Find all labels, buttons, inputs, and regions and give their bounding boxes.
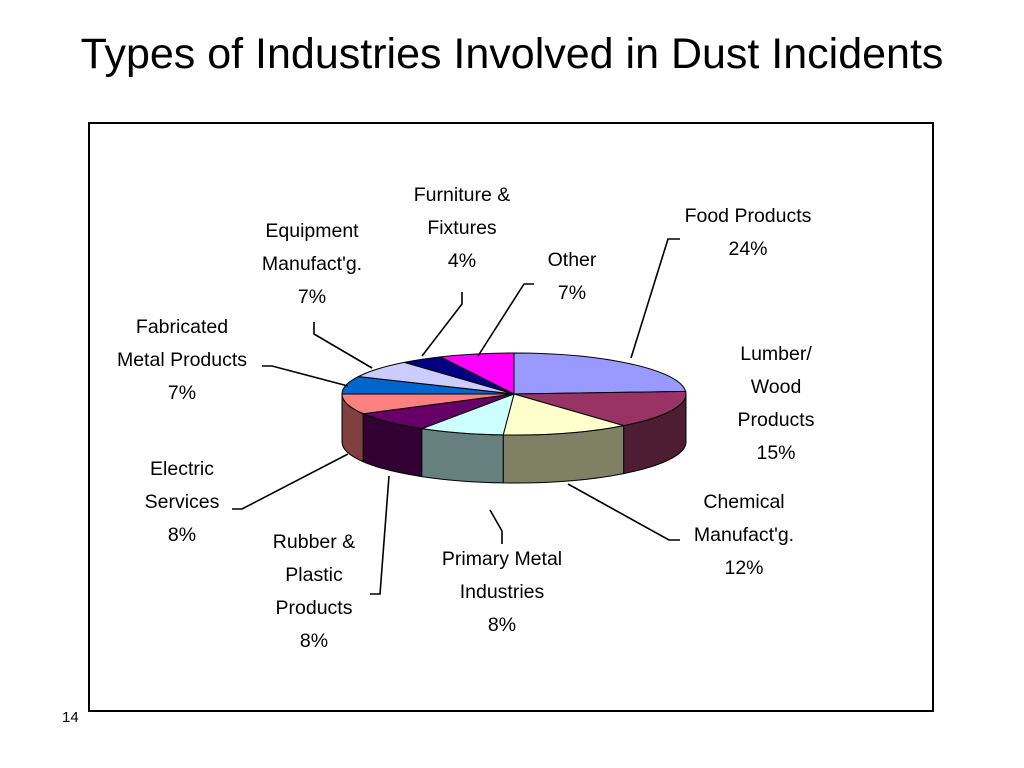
pie-sides bbox=[341, 393, 687, 484]
slide-title: Types of Industries Involved in Dust Inc… bbox=[80, 30, 944, 78]
leader-line-rubber-plastic-products bbox=[370, 475, 390, 595]
pie-slice-chemical-manufact-g bbox=[502, 393, 625, 436]
pie-slice-food-products bbox=[513, 352, 687, 395]
pie-leaders bbox=[232, 238, 680, 595]
leader-line-food-products bbox=[630, 238, 680, 359]
leader-line-other bbox=[477, 283, 534, 357]
leader-line-primary-metal-industries bbox=[489, 509, 503, 544]
leader-line-fabricated-metal-products bbox=[262, 365, 349, 387]
pie-slice-lumber-wood-products bbox=[513, 390, 687, 427]
page-number: 14 bbox=[62, 709, 79, 726]
leader-line-chemical-manufact-g bbox=[567, 483, 680, 541]
leader-line-electric-services bbox=[232, 453, 349, 510]
pie-tops bbox=[341, 352, 687, 436]
leader-line-furniture-fixtures bbox=[421, 292, 463, 357]
pie-slice-other bbox=[440, 352, 515, 395]
leader-line-equipment-manufact-g bbox=[313, 322, 373, 369]
pie-side-primary-metal-industries bbox=[421, 428, 504, 484]
